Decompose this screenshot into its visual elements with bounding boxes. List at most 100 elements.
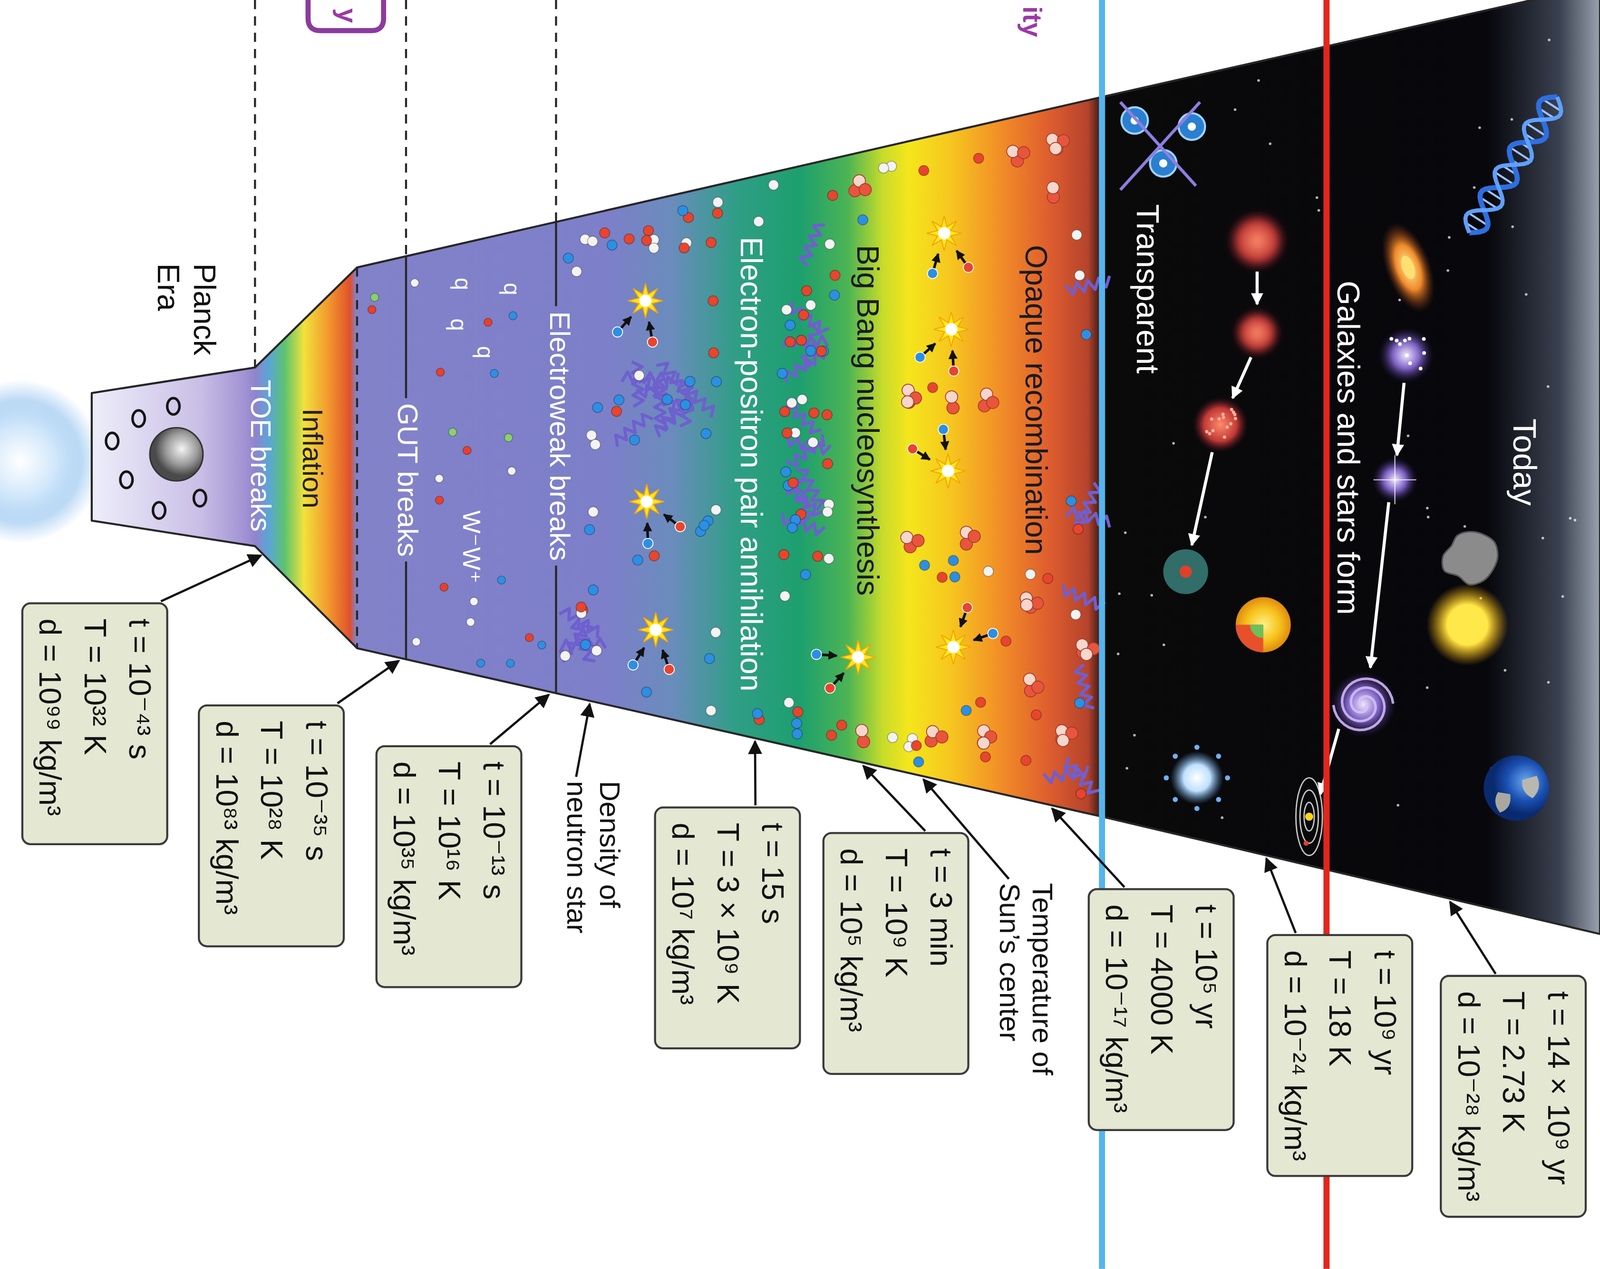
- nucleus-particle: [1006, 145, 1019, 158]
- incoming-arrow: [635, 647, 644, 661]
- particle: [612, 326, 623, 337]
- particle: [586, 429, 597, 440]
- ejecta: [1215, 753, 1222, 759]
- data-box: t = 3 minT = 10⁹ Kd = 10⁵ kg/m³: [822, 831, 970, 1075]
- cluster-star: [1407, 336, 1412, 341]
- particle: [791, 717, 802, 728]
- burst-core: [640, 495, 653, 508]
- atom-nucleus: [1159, 159, 1168, 168]
- nucleus-particle: [859, 183, 872, 196]
- particle: [507, 466, 516, 476]
- particle: [590, 439, 601, 450]
- evolution-arrow: [1255, 271, 1259, 305]
- nucleus-particle: [935, 730, 949, 743]
- burst-star: [840, 639, 876, 675]
- particle: [1066, 495, 1077, 506]
- background-star: [1510, 117, 1514, 121]
- particle: [918, 165, 929, 176]
- particle: [1074, 697, 1085, 708]
- leader-arrow: [576, 703, 591, 777]
- cloud-grain: [1210, 417, 1214, 421]
- background-star: [1547, 38, 1551, 42]
- particle: [786, 397, 797, 408]
- quark-symbol: q: [498, 282, 525, 295]
- background-star: [1315, 196, 1319, 200]
- gas-cloud: [1232, 308, 1282, 358]
- ejecta: [1163, 775, 1169, 781]
- burst-star: [936, 629, 971, 665]
- foam-bubble: [106, 432, 119, 449]
- background-star: [1463, 524, 1467, 528]
- background-star: [1447, 235, 1451, 239]
- particle: [911, 740, 922, 751]
- photon-squiggle: [631, 361, 644, 407]
- particle: [700, 428, 711, 439]
- nucleus-particle: [1020, 598, 1034, 611]
- particle: [823, 553, 834, 564]
- nucleus-particle: [945, 390, 958, 404]
- particle: [778, 549, 789, 560]
- incoming-arrow: [663, 514, 677, 524]
- particle: [412, 637, 421, 646]
- photon-squiggle: [655, 397, 698, 434]
- cluster-star: [1418, 366, 1423, 371]
- particle: [436, 368, 445, 377]
- particle: [629, 434, 640, 445]
- particle: [476, 659, 485, 668]
- background-star: [1396, 803, 1400, 807]
- particle: [827, 190, 838, 201]
- cluster-star: [1405, 353, 1409, 358]
- burst-core: [945, 322, 958, 336]
- particle: [785, 336, 796, 347]
- box-value: T = 10³² K: [72, 618, 117, 829]
- foam-bubble: [167, 397, 180, 415]
- background-star: [1446, 269, 1450, 272]
- particle: [822, 458, 833, 469]
- particle: [706, 237, 717, 248]
- earth-land: [1522, 775, 1539, 798]
- boson-symbol: W⁻: [457, 510, 486, 547]
- incoming-arrow: [952, 350, 954, 366]
- collision-burst: [914, 311, 969, 377]
- box-value: T = 2.73 K: [1490, 990, 1536, 1202]
- particle: [435, 474, 444, 483]
- nucleus-particle: [968, 530, 981, 543]
- particle: [584, 524, 595, 535]
- earth-land: [1495, 791, 1511, 813]
- photon-squiggle: [638, 374, 679, 413]
- incoming-arrow: [646, 523, 650, 539]
- particle: [836, 719, 847, 730]
- epoch-divider: [356, 267, 359, 649]
- particle: [633, 370, 644, 381]
- particle: [588, 584, 599, 595]
- particle: [504, 433, 513, 442]
- particle: [973, 153, 984, 164]
- particle: [914, 351, 925, 362]
- particle: [642, 538, 653, 549]
- box-value: d = 10⁻¹⁷ kg/m³: [1093, 904, 1139, 1115]
- background-star: [1317, 209, 1321, 213]
- particle: [698, 520, 709, 531]
- particle: [675, 521, 686, 532]
- cloud-grain: [1208, 431, 1212, 436]
- particle: [816, 345, 827, 356]
- box-value: t = 15 s: [749, 822, 795, 1033]
- particle: [466, 617, 475, 626]
- incoming-arrow: [649, 321, 652, 338]
- nucleus-particle: [977, 736, 990, 749]
- nucleus-particle: [986, 396, 999, 409]
- particle: [1025, 569, 1036, 580]
- particle: [1042, 572, 1053, 583]
- box-value: d = 10³⁵ kg/m³: [381, 761, 427, 972]
- particle: [780, 466, 791, 477]
- earth: [1483, 755, 1549, 821]
- particle: [649, 550, 660, 561]
- epoch-divider: [554, 0, 557, 223]
- foam-bubble: [153, 502, 166, 519]
- particle: [949, 571, 960, 582]
- incoming-arrow: [620, 316, 631, 329]
- collision-burst: [936, 602, 999, 665]
- photon-squiggle: [679, 381, 693, 427]
- transition-label: TOE breaks: [243, 379, 277, 532]
